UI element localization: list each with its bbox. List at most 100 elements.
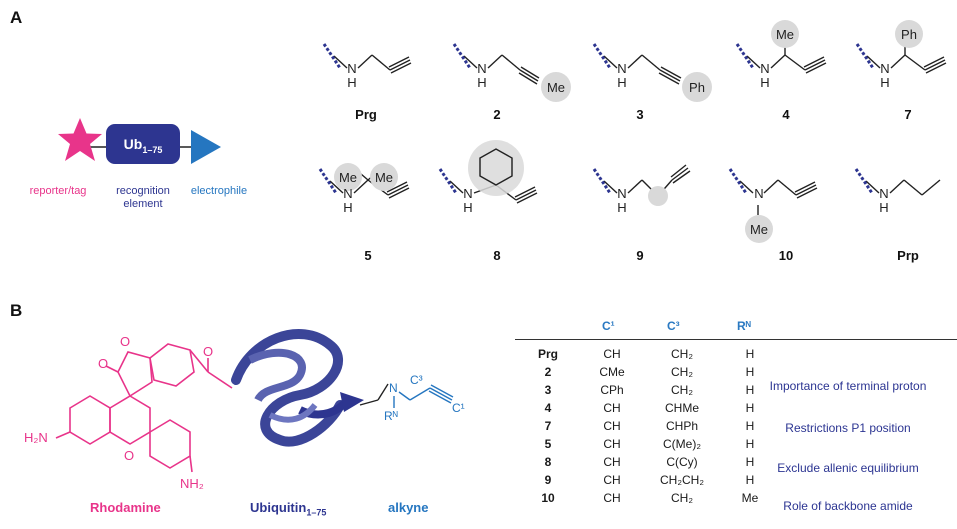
table-cell-id: 8 [544, 455, 552, 469]
probe-scheme: Ub1–75 reporter/tag recognition element … [30, 118, 247, 210]
atom-h-7: H [880, 75, 889, 90]
electrophile-triangle-icon [191, 130, 221, 164]
table-cell-id: 10 [541, 491, 555, 505]
atom-h-8: H [463, 200, 472, 215]
atom-h-4: H [760, 75, 769, 90]
atom-h-prp: H [879, 200, 888, 215]
atom-h2n: H₂N [24, 430, 48, 445]
ub-subscript: 1–75 [142, 145, 162, 155]
table-cell-c1: CH [603, 401, 621, 415]
reporter-star-icon [58, 118, 102, 161]
structure-prg [333, 54, 412, 74]
structure-9 [603, 164, 691, 197]
probe-structure: O O O O H₂N NH₂ N C³ C¹ Rᴺ [24, 329, 465, 491]
caption-ubiquitin-label: Ubiquitin [250, 500, 307, 515]
table-divider [515, 339, 957, 340]
atom-c1: C¹ [452, 401, 465, 415]
table-cell-c3: CH₂ [671, 491, 693, 505]
atom-n-probe: N [389, 381, 398, 395]
atom-n-9: N [617, 186, 626, 201]
atom-ph-7: Ph [901, 27, 917, 42]
compound-label-8: 8 [493, 248, 501, 263]
atom-me-5a: Me [339, 170, 357, 185]
table-cell-rn: H [745, 437, 755, 451]
caption-alkyne: alkyne [388, 500, 429, 515]
compound-label-2: 2 [493, 107, 501, 122]
table-cell-c3: CH₂ [671, 347, 693, 361]
caption-ubiquitin-sub: 1–75 [306, 507, 327, 518]
table-row: 5 CH C(Me)₂ H [515, 437, 765, 455]
atom-h-9: H [617, 200, 626, 215]
atom-o-xanthene: O [124, 448, 134, 463]
ub-box [106, 124, 180, 164]
compound-label-prg: Prg [355, 107, 377, 122]
atom-h-prg: H [347, 75, 356, 90]
caption-ubiquitin: Ubiquitin1–75 [250, 500, 326, 518]
table-cell-c1: CH [603, 437, 621, 451]
compound-label-5: 5 [364, 248, 372, 263]
note-terminal-proton: Importance of terminal proton [769, 379, 927, 393]
atom-n-7: N [880, 61, 889, 76]
structures-panel-a: N H N H Me N H Ph N H Me N H Ph N H Me M… [318, 20, 947, 243]
table-cell-id: Prg [537, 347, 558, 361]
compound-label-7: 7 [904, 107, 912, 122]
compound-label-4: 4 [782, 107, 790, 122]
panel-letter-b: B [10, 301, 23, 320]
electrophile-label: electrophile [191, 185, 247, 197]
highlight-ph-3 [682, 72, 712, 102]
table-cell-rn: H [745, 419, 755, 433]
rhodamine-structure [55, 343, 233, 473]
atom-n-4: N [760, 61, 769, 76]
table-header-rn: Rᴺ [737, 319, 751, 333]
table-cell-rn: H [745, 455, 755, 469]
reporter-label: reporter/tag [30, 185, 87, 197]
atom-o-lactone-1: O [98, 356, 108, 371]
ub-label: Ub [124, 136, 143, 152]
table-cell-c3: C(Me)₂ [663, 437, 701, 451]
table-cell-id: 5 [544, 437, 552, 451]
table-cell-rn: H [745, 347, 755, 361]
table-cell-c1: CH [603, 455, 621, 469]
caption-rhodamine: Rhodamine [90, 500, 161, 515]
table-cell-c3: CHMe [664, 401, 699, 415]
atom-n-2: N [477, 61, 486, 76]
table-cell-c3: C(Cy) [666, 455, 698, 469]
atom-ph-3: Ph [689, 80, 705, 95]
compound-label-10: 10 [778, 248, 794, 263]
note-allenic: Exclude allenic equilibrium [777, 461, 919, 475]
table-cell-rn: Me [741, 491, 759, 505]
atom-rn: Rᴺ [384, 409, 398, 423]
highlight-ch2-9 [648, 186, 668, 206]
structure-3 [603, 54, 682, 85]
panel-letter-a: A [10, 8, 23, 27]
note-backbone-amide: Role of backbone amide [783, 499, 913, 513]
atom-me-10: Me [750, 222, 768, 237]
table-cell-c1: CPh [600, 383, 624, 397]
compound-label-9: 9 [636, 248, 644, 263]
table-cell-c3: CH₂ [671, 365, 693, 379]
highlight-me-5a [334, 163, 362, 191]
atom-me-5b: Me [375, 170, 393, 185]
structure-prp [865, 179, 941, 196]
recognition-label-2: element [123, 198, 162, 210]
atom-h-2: H [477, 75, 486, 90]
table-cell-c1: CH [603, 473, 621, 487]
atom-c3: C³ [410, 373, 423, 387]
structure-10 [739, 179, 818, 215]
table-cell-c3: CH₂ [671, 383, 693, 397]
structure-4 [746, 42, 827, 74]
table-cell-rn: H [745, 365, 755, 379]
note-p1-restrictions: Restrictions P1 position [785, 421, 911, 435]
table-cell-c1: CH [603, 419, 621, 433]
table-header-c3: C³ [667, 319, 680, 333]
table-header-c1: C¹ [602, 319, 615, 333]
table-cell-rn: H [745, 473, 755, 487]
atom-n-3: N [617, 61, 626, 76]
table-cell-id: 3 [544, 383, 552, 397]
table-cell-id: 9 [544, 473, 552, 487]
highlight-cyclohexyl-8 [468, 140, 524, 196]
